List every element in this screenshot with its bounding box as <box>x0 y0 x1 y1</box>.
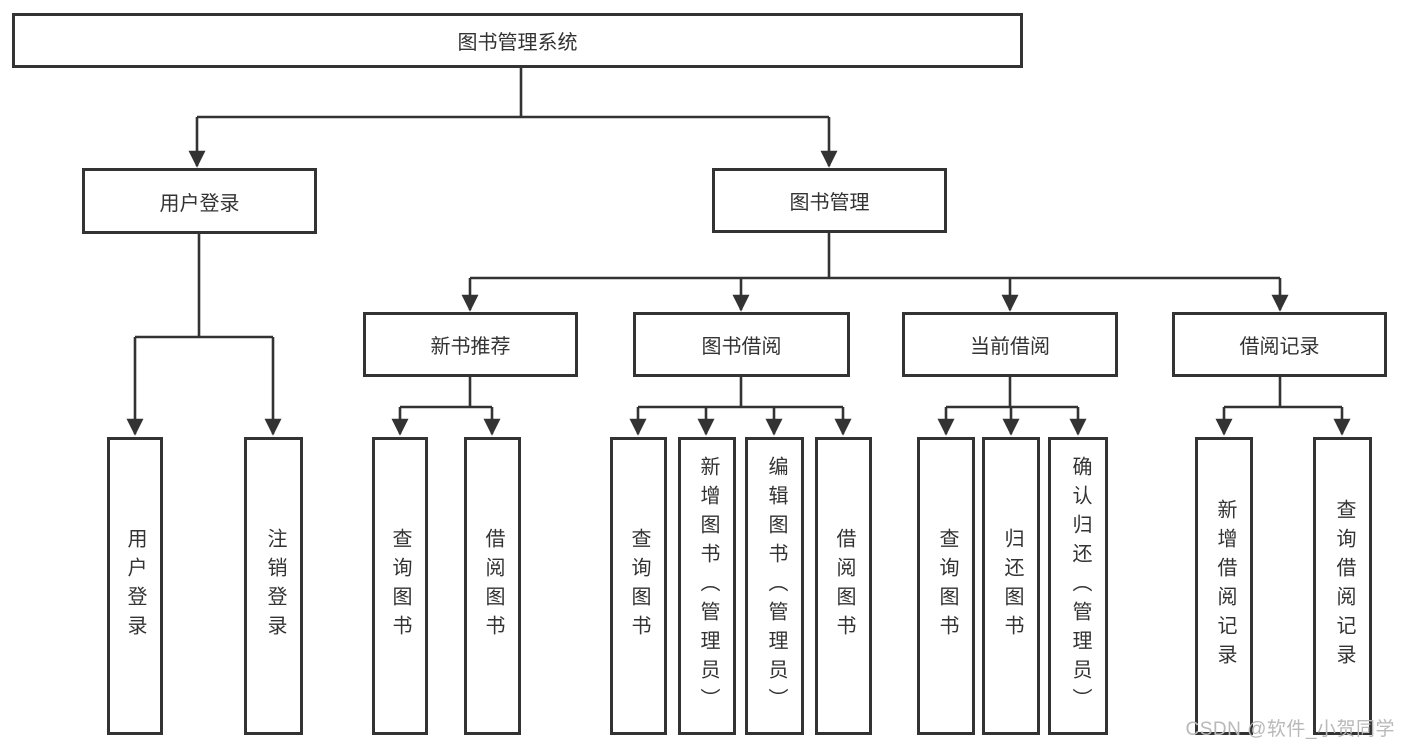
node-current-borrow: 当前借阅 <box>902 312 1118 377</box>
node-recommend-borrow-book: 借阅图书 <box>464 437 521 735</box>
node-current-return-book: 归还图书 <box>982 437 1040 735</box>
node-borrow-edit-book-admin: 编辑图书（管理员） <box>745 437 804 735</box>
node-borrow-records: 借阅记录 <box>1172 312 1387 377</box>
node-logout: 注销登录 <box>244 437 303 735</box>
node-current-query-book: 查询图书 <box>917 437 975 735</box>
node-records-query-record: 查询借阅记录 <box>1313 437 1372 735</box>
node-current-confirm-return-admin: 确认归还（管理员） <box>1048 437 1108 735</box>
node-borrow-borrow-book: 借阅图书 <box>815 437 872 735</box>
node-book-management: 图书管理 <box>712 168 947 233</box>
node-user-login: 用户登录 <box>82 168 317 234</box>
node-borrow-add-book-admin: 新增图书（管理员） <box>678 437 736 735</box>
node-recommend-query-book: 查询图书 <box>372 437 428 735</box>
node-borrow-query-book: 查询图书 <box>610 437 667 735</box>
csdn-watermark: CSDN @软件_小贺同学 <box>1185 719 1395 740</box>
node-root: 图书管理系统 <box>12 13 1023 68</box>
node-login: 用户登录 <box>107 437 163 735</box>
node-new-book-recommend: 新书推荐 <box>363 312 578 377</box>
node-records-add-record: 新增借阅记录 <box>1195 437 1253 735</box>
node-book-borrow: 图书借阅 <box>633 312 850 377</box>
